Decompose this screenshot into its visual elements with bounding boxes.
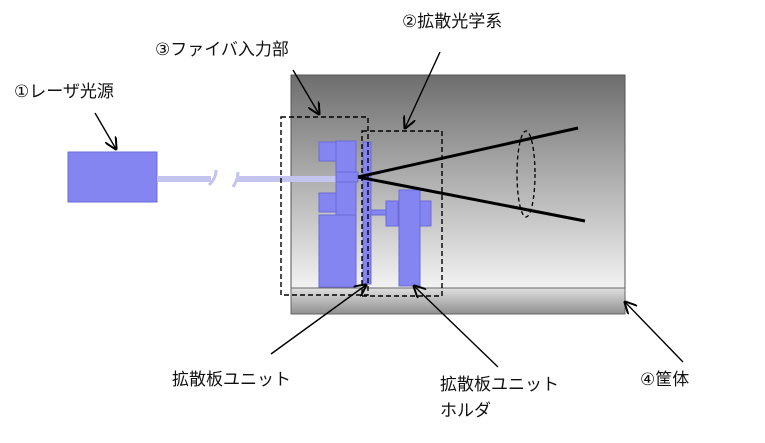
label-laser-source: ①レーザ光源 xyxy=(14,82,114,102)
fiber-input-dashed-box xyxy=(280,116,369,296)
diffusion-optics-dashed-box xyxy=(361,130,443,297)
arrow-laser xyxy=(94,112,116,149)
label-diffuser-holder-line1: 拡散板ユニット xyxy=(440,375,559,395)
arrow-housing xyxy=(625,302,684,363)
lens-outline xyxy=(516,130,536,218)
label-fiber-input: ③ファイバ入力部 xyxy=(155,40,289,60)
arrow-diffuser-holder xyxy=(414,286,499,368)
label-housing: ④筐体 xyxy=(640,370,690,390)
label-diffuser-holder-line2: ホルダ xyxy=(440,401,491,421)
label-diffusion-optics: ②拡散光学系 xyxy=(402,12,503,32)
arrow-diffuser-unit xyxy=(270,285,366,355)
housing-base xyxy=(290,287,626,315)
diffuser-unit-holder xyxy=(385,189,432,287)
beam-upper xyxy=(357,126,579,179)
fiber-input-block xyxy=(318,140,359,288)
beam-lower xyxy=(357,175,586,223)
label-diffuser-unit: 拡散板ユニット xyxy=(172,370,291,390)
laser-source-box xyxy=(67,151,158,203)
arrow-diffusion-optics xyxy=(405,51,441,128)
optical-fiber xyxy=(157,169,337,188)
arrow-fiber-input xyxy=(292,69,319,114)
